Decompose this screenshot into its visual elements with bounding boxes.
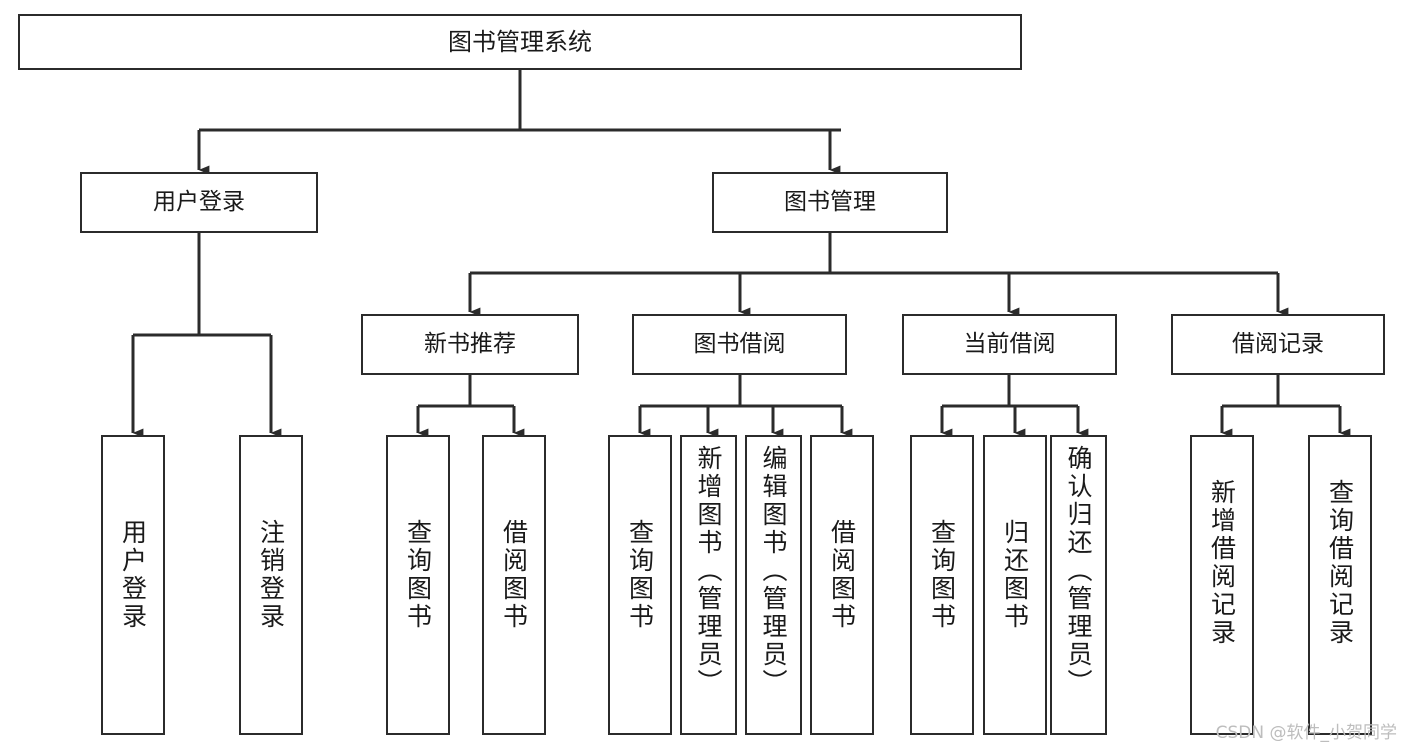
node-label: 查询图书 xyxy=(625,519,655,631)
edges-bookborrow-to-leaves xyxy=(638,375,853,438)
node-label: 注销登录 xyxy=(256,519,286,631)
node-label: 图书借阅 xyxy=(693,330,786,357)
node-book-manage[interactable]: 图书管理 xyxy=(712,172,948,233)
node-label: 用户登录 xyxy=(153,188,245,215)
node-label: 查询借阅记录 xyxy=(1325,479,1355,647)
node-current-borrow[interactable]: 当前借阅 xyxy=(902,314,1117,375)
node-leaf-confirm-return[interactable]: 确认归还（管理员） xyxy=(1050,435,1107,735)
node-label: 用户登录 xyxy=(118,519,148,631)
node-label: 归还图书 xyxy=(1000,519,1030,631)
node-root-system[interactable]: 图书管理系统 xyxy=(18,14,1022,70)
edges-newbook-to-leaves xyxy=(416,375,525,438)
node-leaf-edit-book[interactable]: 编辑图书（管理员） xyxy=(745,435,802,735)
node-label: 新增图书（管理员） xyxy=(694,445,723,697)
node-label: 新增借阅记录 xyxy=(1207,479,1237,647)
node-leaf-add-book[interactable]: 新增图书（管理员） xyxy=(680,435,737,735)
node-label: 借阅记录 xyxy=(1232,330,1324,357)
node-leaf-user-login[interactable]: 用户登录 xyxy=(101,435,165,735)
edges-borrowrecord-to-leaves xyxy=(1220,375,1351,438)
node-label: 借阅图书 xyxy=(827,519,857,631)
node-label: 确认归还（管理员） xyxy=(1064,445,1093,697)
edges-bookmanage-to-level3 xyxy=(468,233,1289,317)
node-label: 查询图书 xyxy=(927,519,957,631)
node-book-borrow[interactable]: 图书借阅 xyxy=(632,314,847,375)
node-leaf-borrow-book-1[interactable]: 借阅图书 xyxy=(482,435,546,735)
node-leaf-query-record[interactable]: 查询借阅记录 xyxy=(1308,435,1372,735)
node-label: 图书管理 xyxy=(784,188,876,215)
node-leaf-logout[interactable]: 注销登录 xyxy=(239,435,303,735)
node-label: 新书推荐 xyxy=(424,330,516,357)
node-label: 查询图书 xyxy=(403,519,433,631)
node-leaf-query-book-2[interactable]: 查询图书 xyxy=(608,435,672,735)
node-borrow-record[interactable]: 借阅记录 xyxy=(1171,314,1385,375)
edges-userlogin-to-leaves xyxy=(131,233,282,438)
node-leaf-borrow-book-2[interactable]: 借阅图书 xyxy=(810,435,874,735)
node-label: 图书管理系统 xyxy=(448,27,592,56)
watermark-text: CSDN @软件_小贺同学 xyxy=(1215,723,1397,743)
edges-root-to-level2 xyxy=(197,70,841,175)
node-label: 编辑图书（管理员） xyxy=(759,445,788,697)
node-leaf-query-book-3[interactable]: 查询图书 xyxy=(910,435,974,735)
edges-currentborrow-to-leaves xyxy=(940,375,1089,438)
node-label: 当前借阅 xyxy=(963,330,1056,357)
node-new-book-rec[interactable]: 新书推荐 xyxy=(361,314,579,375)
node-leaf-add-record[interactable]: 新增借阅记录 xyxy=(1190,435,1254,735)
node-label: 借阅图书 xyxy=(499,519,529,631)
node-leaf-return-book[interactable]: 归还图书 xyxy=(983,435,1047,735)
node-user-login[interactable]: 用户登录 xyxy=(80,172,318,233)
node-leaf-query-book-1[interactable]: 查询图书 xyxy=(386,435,450,735)
